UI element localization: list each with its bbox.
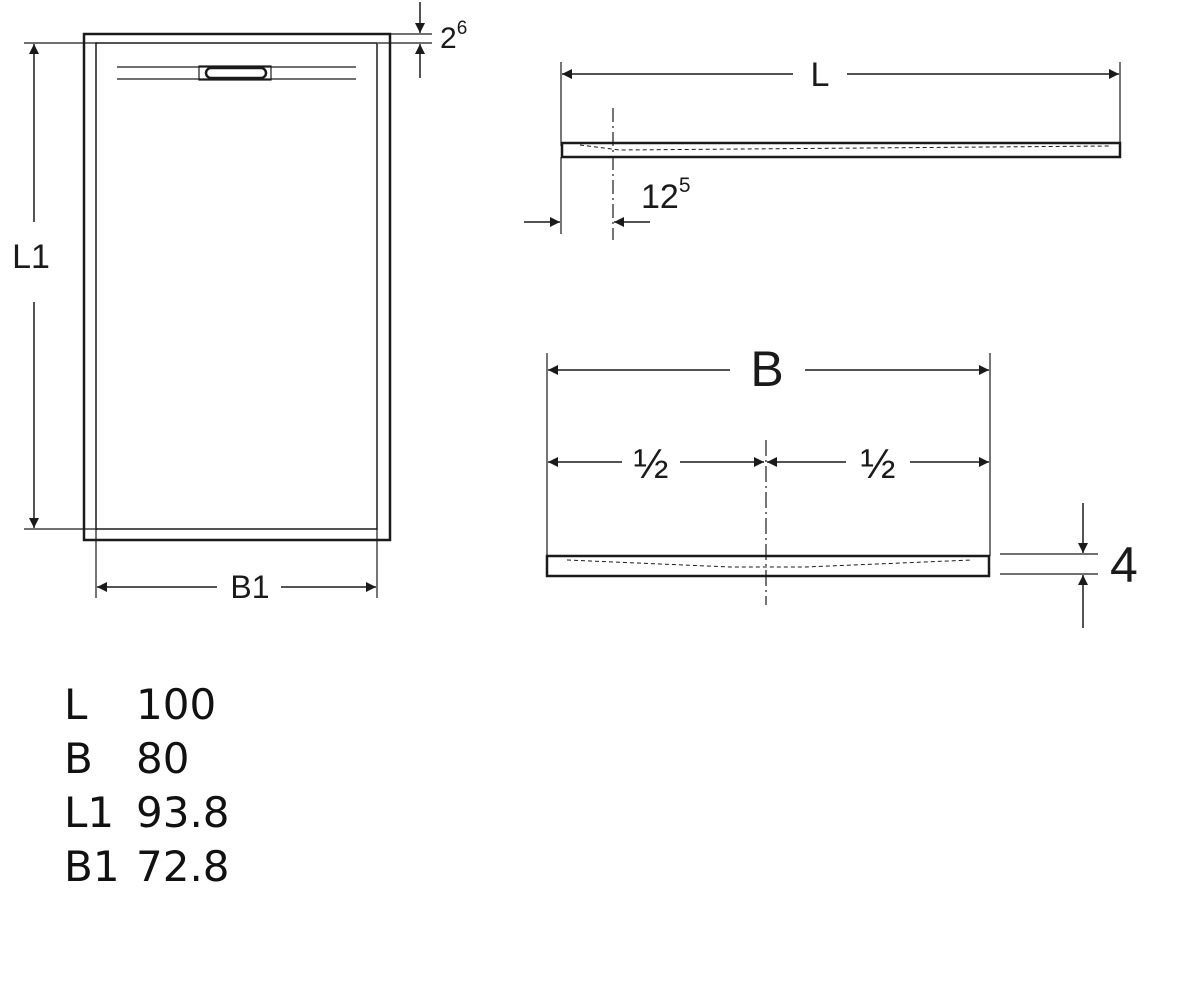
dimension-table: L 100 B 80 L1 93.8 B1 72.8 xyxy=(64,680,230,896)
half-left-label: ½ xyxy=(633,440,668,487)
side-view-length: L 125 xyxy=(524,56,1122,240)
tray-side-profile xyxy=(560,141,1122,159)
b1-label: B1 xyxy=(230,569,269,605)
drain-grate xyxy=(204,66,268,80)
drain-offset-label: 125 xyxy=(641,174,691,216)
dimension-row-inner-width: B1 72.8 xyxy=(64,842,230,896)
drain-frame xyxy=(198,65,272,81)
slope-hidden-line xyxy=(579,144,1111,151)
height-label: 4 xyxy=(1110,537,1138,593)
slope-hidden-line-front xyxy=(566,559,973,568)
dimension-name: B xyxy=(64,734,93,783)
dimension-value: 72.8 xyxy=(136,842,230,891)
dimension-row-width: B 80 xyxy=(64,734,230,788)
dimension-value: 93.8 xyxy=(136,788,230,837)
rim-dimension-label: 26 xyxy=(440,18,467,55)
side-view-width: B ½ ½ 4 xyxy=(545,341,1138,628)
half-right-label: ½ xyxy=(860,440,895,487)
dimension-name: B1 xyxy=(64,842,120,891)
dimension-value: 80 xyxy=(136,734,190,783)
dimension-name: L xyxy=(64,680,88,729)
dimension-row-length: L 100 xyxy=(64,680,230,734)
tray-front-profile xyxy=(545,554,991,578)
tray-inner-outline xyxy=(95,42,378,530)
l1-label: L1 xyxy=(12,238,50,276)
dimension-name: L1 xyxy=(64,788,115,837)
dimension-value: 100 xyxy=(136,680,217,729)
b-label: B xyxy=(750,341,783,397)
dimension-row-inner-length: L1 93.8 xyxy=(64,788,230,842)
top-view: L1 B1 26 xyxy=(12,2,467,605)
tray-outer-outline xyxy=(82,32,392,542)
l-label: L xyxy=(811,56,830,94)
